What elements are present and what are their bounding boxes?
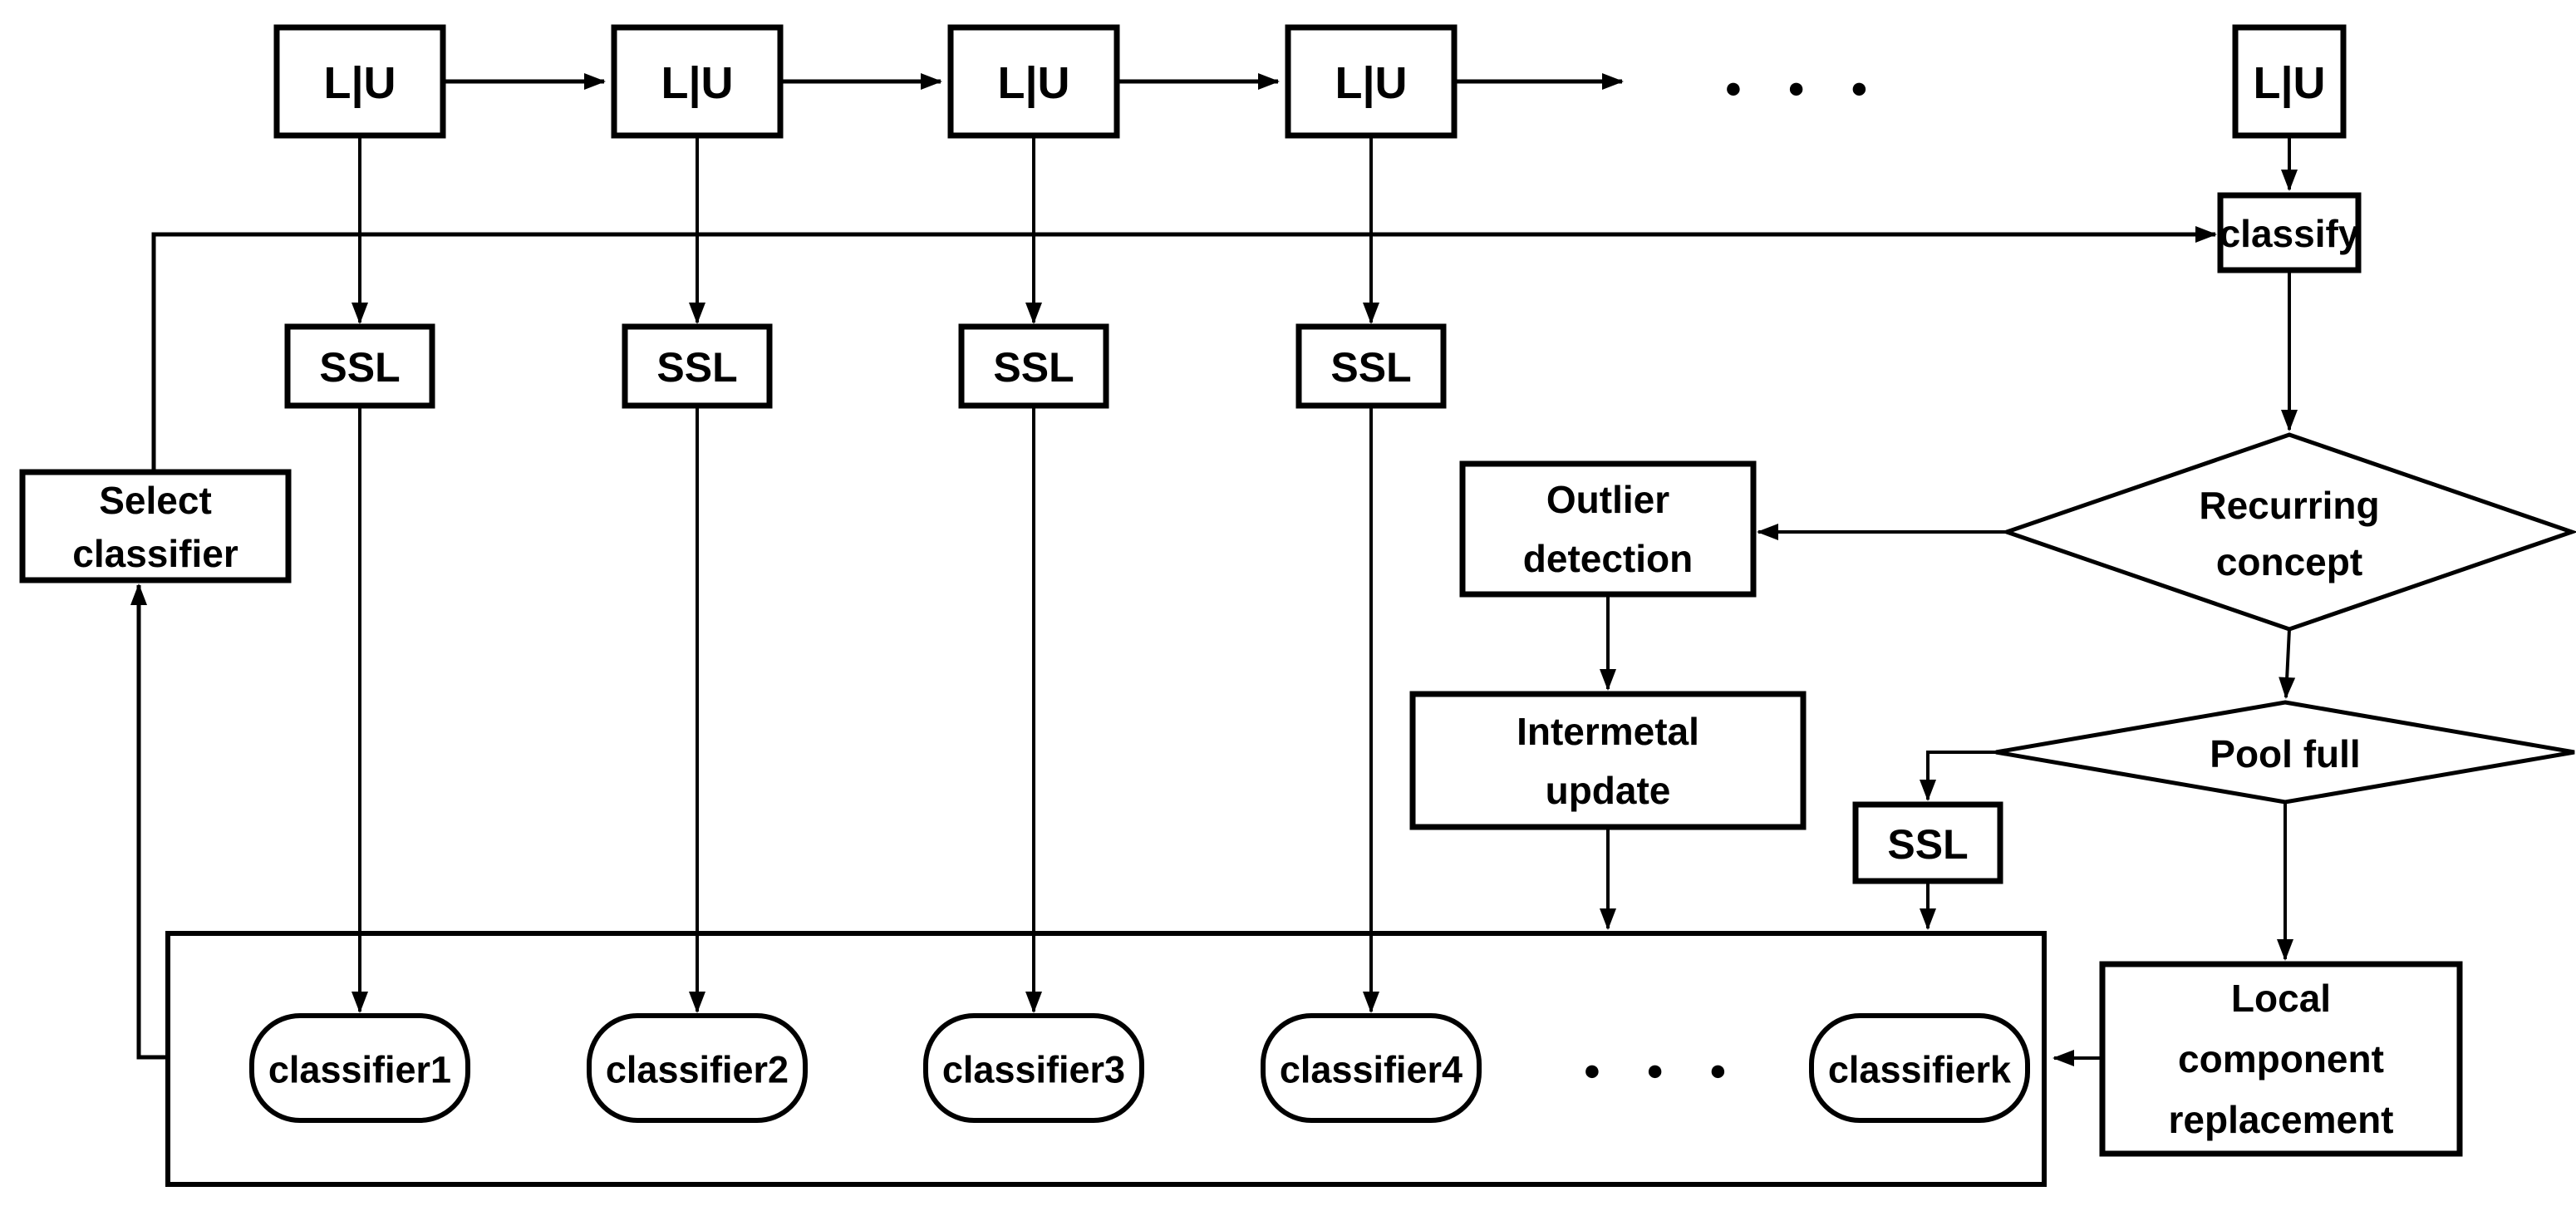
lu-box-1: L|U xyxy=(273,24,446,139)
ssl-box-1-label: SSL xyxy=(319,344,400,391)
ellipsis-top: ● ● ● xyxy=(1724,71,1886,105)
ssl-box-2: SSL xyxy=(622,323,773,409)
classifierk-pill: classifierk xyxy=(1809,1013,2030,1123)
classifier4-label: classifier4 xyxy=(1280,1049,1463,1091)
classifier2-label: classifier2 xyxy=(606,1049,789,1091)
lu-box-2: L|U xyxy=(611,24,784,139)
intermetal-update-line1: Intermetal xyxy=(1517,710,1699,753)
lu-box-3-label: L|U xyxy=(997,58,1069,109)
select-classifier-box: Select classifier xyxy=(19,469,292,583)
pool-full-diamond: Pool full xyxy=(1995,700,2575,805)
ssl-box-3-label: SSL xyxy=(993,344,1074,391)
ssl-box-1: SSL xyxy=(284,323,435,409)
classifier3-label: classifier3 xyxy=(942,1049,1125,1091)
lu-box-2-label: L|U xyxy=(661,58,733,109)
classifier1-pill: classifier1 xyxy=(249,1013,470,1123)
ssl-box-4-label: SSL xyxy=(1330,344,1411,391)
intermetal-update-box: Intermetal update xyxy=(1409,691,1807,830)
arrow-poolfull-to-ssl5 xyxy=(1920,751,1996,801)
ssl-box-4: SSL xyxy=(1295,323,1447,409)
outlier-detection-box: Outlier detection xyxy=(1459,460,1757,598)
recurring-concept-line2: concept xyxy=(2216,540,2362,583)
classify-label: classify xyxy=(2220,212,2360,255)
local-replacement-line1: Local xyxy=(2231,977,2331,1020)
classifier3-pill: classifier3 xyxy=(923,1013,1144,1123)
classifier-pool-container xyxy=(165,931,2047,1187)
lu-box-1-label: L|U xyxy=(323,58,396,109)
intermetal-update-line2: update xyxy=(1546,769,1671,812)
select-classifier-line1: Select xyxy=(99,479,212,522)
classifier1-label: classifier1 xyxy=(268,1049,451,1091)
lu-box-5: L|U xyxy=(2232,24,2347,139)
classifier4-pill: classifier4 xyxy=(1261,1013,1482,1123)
classifier2-pill: classifier2 xyxy=(587,1013,808,1123)
classify-box: classify xyxy=(2217,192,2362,273)
ssl-box-2-label: SSL xyxy=(656,344,737,391)
recurring-concept-diamond: Recurring concept xyxy=(2000,432,2576,632)
ssl-box-5-label: SSL xyxy=(1887,821,1968,868)
outlier-detection-line2: detection xyxy=(1523,537,1693,580)
ssl-box-5: SSL xyxy=(1852,801,2003,884)
lu-box-4-label: L|U xyxy=(1335,58,1407,109)
lu-box-5-label: L|U xyxy=(2253,58,2325,109)
local-replacement-line2: component xyxy=(2178,1037,2384,1081)
lu-box-3: L|U xyxy=(947,24,1120,139)
ssl-box-3: SSL xyxy=(958,323,1109,409)
lu-box-4: L|U xyxy=(1285,24,1458,139)
line-selector-to-classify xyxy=(151,226,2217,472)
local-component-replacement-box: Local component replacement xyxy=(2099,961,2463,1157)
recurring-concept-line1: Recurring xyxy=(2199,484,2379,527)
arrow-recurring-to-poolfull xyxy=(2279,628,2296,699)
select-classifier-line2: classifier xyxy=(72,532,238,575)
pool-full-label: Pool full xyxy=(2210,732,2360,775)
arrow-pool-to-select-classifier xyxy=(130,583,168,1060)
outlier-detection-line1: Outlier xyxy=(1546,478,1669,521)
ellipsis-pool: ● ● ● xyxy=(1583,1053,1745,1087)
local-replacement-line3: replacement xyxy=(2168,1098,2393,1141)
classifierk-label: classifierk xyxy=(1828,1049,2012,1091)
